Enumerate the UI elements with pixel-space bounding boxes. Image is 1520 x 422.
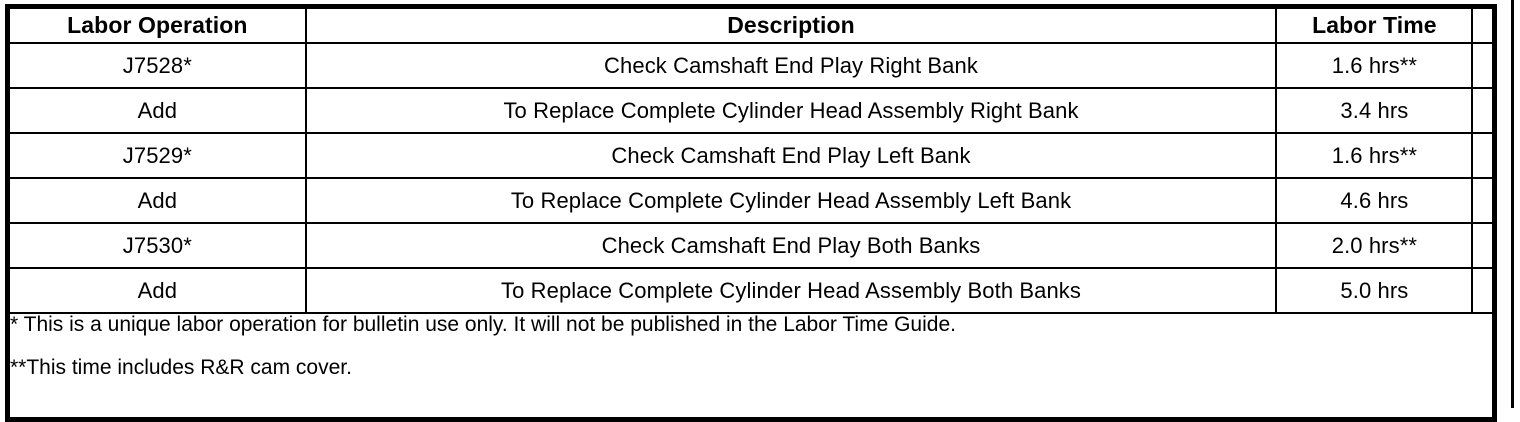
cell-description: Check Camshaft End Play Right Bank	[304, 42, 1278, 89]
cell-labor-time: 3.4 hrs	[1275, 87, 1474, 134]
cell-labor-time: 5.0 hrs	[1275, 267, 1474, 314]
table-footnotes-row: * This is a unique labor operation for b…	[6, 312, 1496, 421]
table-row: J7528* Check Camshaft End Play Right Ban…	[6, 42, 1496, 89]
cell-labor-time: 2.0 hrs**	[1275, 222, 1474, 269]
table-row: Add To Replace Complete Cylinder Head As…	[6, 177, 1496, 224]
column-header-labor-time: Labor Time	[1275, 5, 1474, 44]
table-row: Add To Replace Complete Cylinder Head As…	[6, 87, 1496, 134]
cell-labor-operation: Add	[6, 87, 307, 134]
table-row: J7530* Check Camshaft End Play Both Bank…	[6, 222, 1496, 269]
cell-description: Check Camshaft End Play Left Bank	[304, 132, 1278, 179]
cell-description: Check Camshaft End Play Both Banks	[304, 222, 1278, 269]
cell-spacer	[1471, 87, 1496, 134]
footnote-double-asterisk: **This time includes R&R cam cover.	[10, 356, 352, 380]
cell-labor-operation: J7529*	[6, 132, 307, 179]
table-header-row: Labor Operation Description Labor Time	[6, 5, 1496, 44]
cell-description: To Replace Complete Cylinder Head Assemb…	[304, 177, 1278, 224]
cell-spacer	[1471, 132, 1496, 179]
footnotes-cell: * This is a unique labor operation for b…	[6, 312, 1496, 421]
footnote-single-asterisk: * This is a unique labor operation for b…	[10, 313, 956, 336]
cell-description: To Replace Complete Cylinder Head Assemb…	[304, 87, 1278, 134]
cell-spacer	[1471, 222, 1496, 269]
cell-labor-time: 1.6 hrs**	[1275, 42, 1474, 89]
column-header-description: Description	[304, 5, 1278, 44]
cell-spacer	[1471, 177, 1496, 224]
cell-description: To Replace Complete Cylinder Head Assemb…	[304, 267, 1278, 314]
footnote-gap	[10, 336, 1492, 357]
cell-labor-operation: J7530*	[6, 222, 307, 269]
document-page: Labor Operation Description Labor Time J…	[5, 0, 1514, 422]
cell-spacer	[1471, 267, 1496, 314]
column-header-labor-operation: Labor Operation	[6, 5, 307, 44]
cell-spacer	[1471, 42, 1496, 89]
cell-labor-operation: Add	[6, 177, 307, 224]
table-row: J7529* Check Camshaft End Play Left Bank…	[6, 132, 1496, 179]
cell-labor-operation: J7528*	[6, 42, 307, 89]
cell-labor-time: 1.6 hrs**	[1275, 132, 1474, 179]
labor-operations-table: Labor Operation Description Labor Time J…	[5, 4, 1497, 422]
cell-labor-time: 4.6 hrs	[1275, 177, 1474, 224]
cell-labor-operation: Add	[6, 267, 307, 314]
table-row: Add To Replace Complete Cylinder Head As…	[6, 267, 1496, 314]
page-margin-rule	[1511, 0, 1514, 408]
column-header-spacer	[1471, 5, 1496, 44]
